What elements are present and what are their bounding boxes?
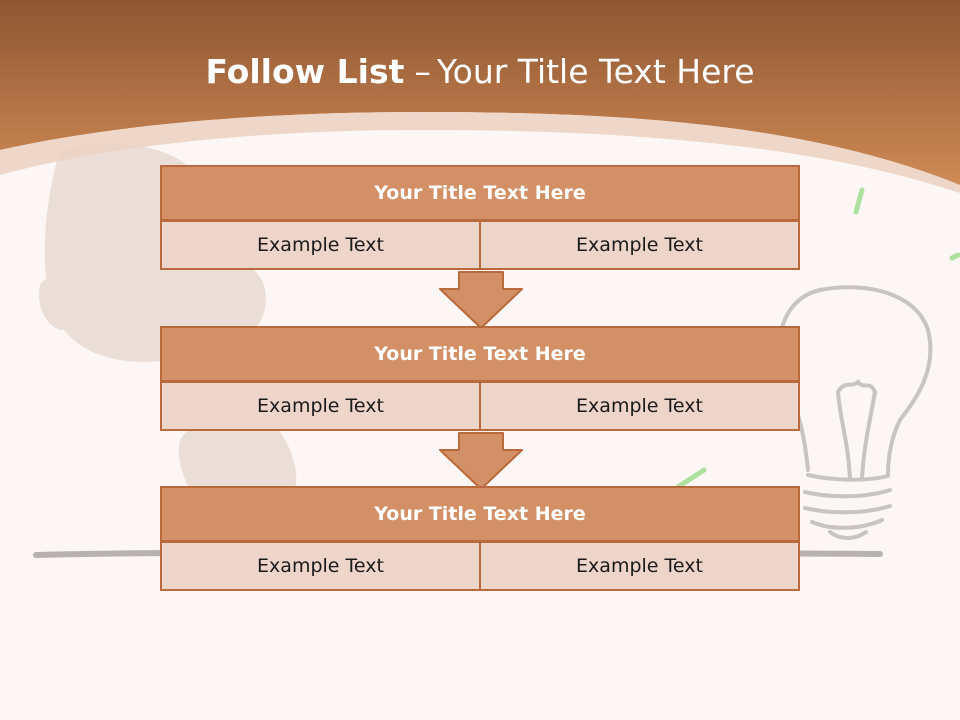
block-cell: Example Text (479, 381, 800, 431)
block-cell: Example Text (479, 541, 800, 591)
block-row: Example Text Example Text (160, 381, 800, 431)
hand-illustration (39, 144, 297, 490)
block-cell: Example Text (479, 220, 800, 270)
list-block-2: Your Title Text Here Example Text Exampl… (160, 326, 800, 431)
banner-swoosh (0, 112, 960, 193)
title-separator: – (414, 52, 431, 91)
block-title: Your Title Text Here (160, 486, 800, 542)
title-banner (0, 0, 960, 185)
slide-title: Follow List–Your Title Text Here (0, 52, 960, 91)
block-row: Example Text Example Text (160, 541, 800, 591)
list-block-1: Your Title Text Here Example Text Exampl… (160, 165, 800, 270)
green-stroke (853, 187, 865, 215)
block-cell: Example Text (160, 381, 481, 431)
title-bold: Follow List (205, 52, 405, 91)
list-block-3: Your Title Text Here Example Text Exampl… (160, 486, 800, 591)
green-stroke (949, 252, 960, 261)
down-arrow-icon (439, 432, 523, 490)
green-stroke (675, 467, 707, 490)
block-row: Example Text Example Text (160, 220, 800, 270)
title-rest: Your Title Text Here (436, 52, 755, 91)
block-title: Your Title Text Here (160, 165, 800, 221)
block-cell: Example Text (160, 541, 481, 591)
block-cell: Example Text (160, 220, 481, 270)
block-title: Your Title Text Here (160, 326, 800, 382)
down-arrow-icon (439, 271, 523, 329)
